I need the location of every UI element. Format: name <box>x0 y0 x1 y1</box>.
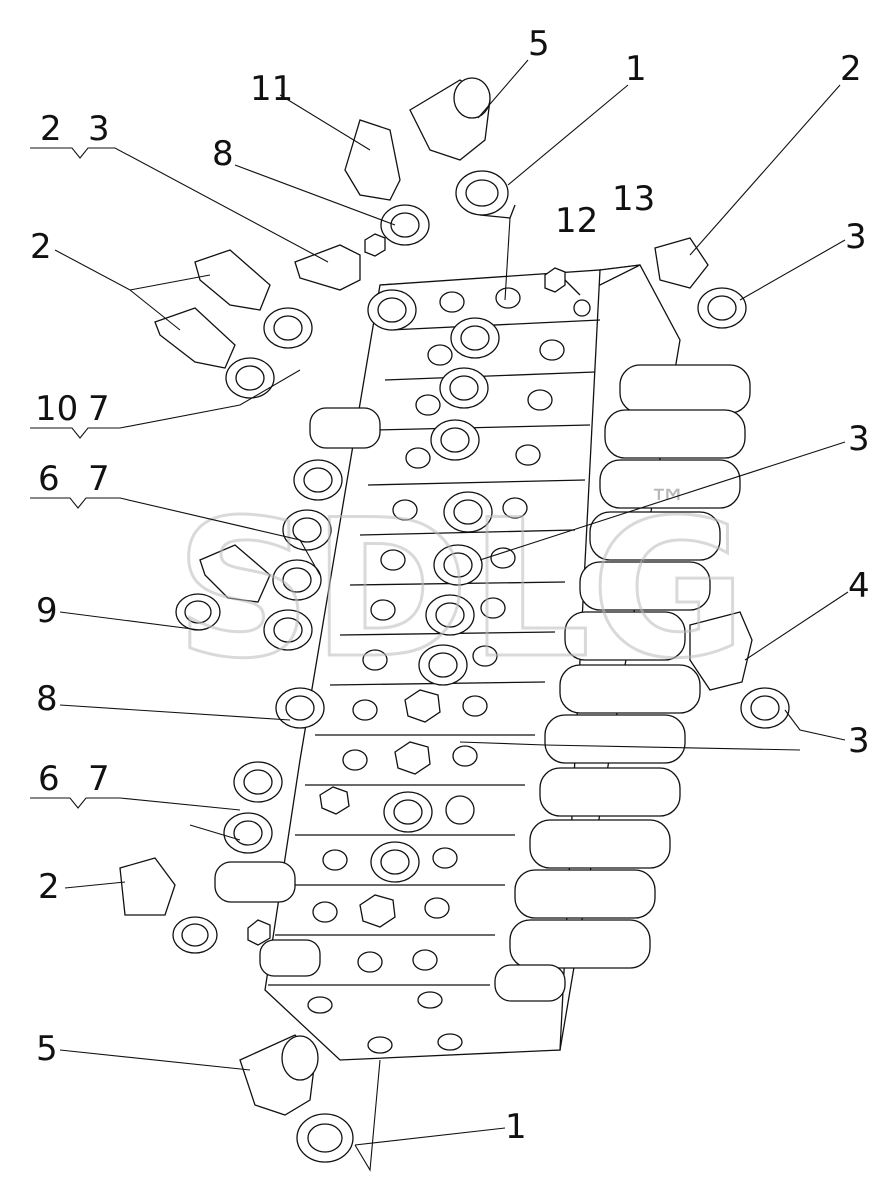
label-8-lower: 8 <box>36 679 58 719</box>
left-spools <box>214 407 381 977</box>
label-4: 4 <box>848 566 870 606</box>
watermark-trademark: ™ <box>648 482 688 528</box>
straight-fittings <box>172 170 790 1163</box>
label-13: 13 <box>612 179 655 219</box>
watermark: SDLG ™ <box>174 478 749 702</box>
small-parts <box>247 233 591 946</box>
front-ports <box>307 287 565 1054</box>
hex-plugs <box>319 689 475 928</box>
label-3-right-low: 3 <box>848 721 870 761</box>
fitting-8-top <box>380 204 430 246</box>
label-3-right-mid: 3 <box>848 419 870 459</box>
label-5-bottom: 5 <box>36 1029 58 1069</box>
label-1-top: 1 <box>625 49 647 89</box>
label-2-left-lower: 2 <box>38 867 60 907</box>
label-7-upper: 7 <box>88 389 110 429</box>
label-3-of-2-3: 3 <box>88 109 110 149</box>
label-1-bottom: 1 <box>505 1107 527 1147</box>
label-10: 10 <box>35 389 78 429</box>
label-8-upper: 8 <box>212 134 234 174</box>
watermark-text: SDLG <box>175 479 747 700</box>
label-2-of-2-3: 2 <box>40 109 62 149</box>
label-6-upper: 6 <box>38 459 60 499</box>
label-9: 9 <box>36 591 58 631</box>
elbow-fittings <box>119 77 753 1116</box>
label-3-right-top: 3 <box>845 217 867 257</box>
leader-lines <box>30 59 849 1172</box>
label-2-right: 2 <box>840 49 862 89</box>
label-5-top: 5 <box>528 24 550 64</box>
label-12: 12 <box>555 201 598 241</box>
label-7-mid: 7 <box>88 459 110 499</box>
callout-labels: 5 1 2 11 2 3 8 12 13 2 3 10 7 3 6 7 4 9 … <box>30 24 870 1147</box>
label-7-lower: 7 <box>88 759 110 799</box>
label-11: 11 <box>250 69 293 109</box>
fitting-1-top <box>455 170 516 219</box>
label-6-lower: 6 <box>38 759 60 799</box>
label-2-left-upper: 2 <box>30 227 52 267</box>
spool-cylinders <box>494 364 751 1002</box>
